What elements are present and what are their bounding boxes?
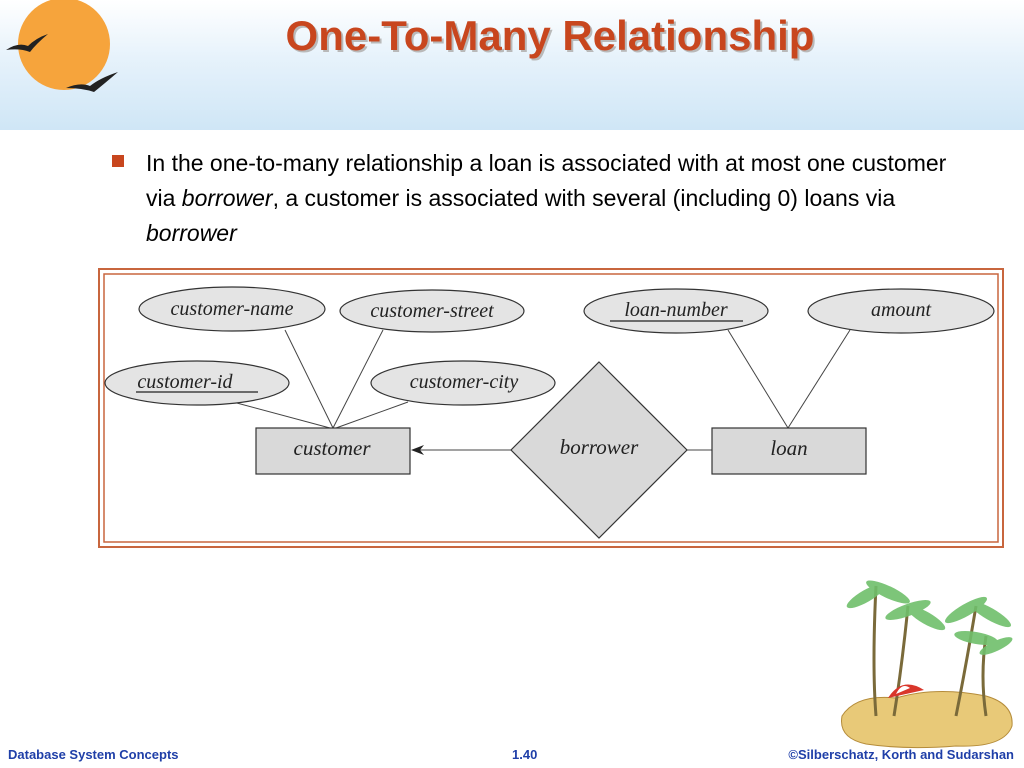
footer-copyright: ©Silberschatz, Korth and Sudarshan bbox=[788, 747, 1014, 762]
entity-customer: customer bbox=[255, 427, 411, 475]
attribute-loan-number: loan-number bbox=[583, 288, 769, 334]
entity-customer-label: customer bbox=[294, 436, 372, 460]
attribute-customer-name: customer-name bbox=[138, 286, 326, 332]
attribute-customer-id: customer-id bbox=[104, 360, 290, 406]
attribute-customer-id-label: customer-id bbox=[137, 371, 233, 393]
relationship-borrower-label: borrower bbox=[560, 435, 639, 459]
bullet-square-icon bbox=[112, 155, 124, 167]
header-band bbox=[0, 0, 1024, 130]
bullet-text-part1: In the one-to-many relationship a loan i… bbox=[146, 150, 947, 211]
attribute-loan-number-label: loan-number bbox=[624, 299, 728, 321]
er-diagram: customer-name customer-street customer-i… bbox=[98, 268, 1004, 548]
palm-island-icon bbox=[841, 580, 1013, 749]
footer-page-number: 1.40 bbox=[512, 747, 538, 762]
attribute-customer-name-label: customer-name bbox=[171, 298, 294, 320]
attribute-amount-label: amount bbox=[871, 299, 931, 321]
arrow-head-icon bbox=[411, 445, 424, 455]
bullet-text-em1: borrower bbox=[181, 185, 273, 211]
attribute-customer-street: customer-street bbox=[339, 289, 525, 333]
entity-loan: loan bbox=[711, 427, 867, 475]
attribute-customer-street-label: customer-street bbox=[370, 300, 494, 322]
footer-course-title: Database System Concepts bbox=[8, 747, 179, 762]
attribute-amount: amount bbox=[807, 288, 995, 334]
relationship-borrower: borrower bbox=[510, 361, 688, 539]
bullet-text-em2: borrower bbox=[146, 220, 237, 246]
bullet-text: In the one-to-many relationship a loan i… bbox=[146, 146, 976, 251]
slide-title: One-To-Many Relationship bbox=[285, 12, 815, 59]
attribute-customer-city-label: customer-city bbox=[410, 371, 519, 393]
attribute-customer-city: customer-city bbox=[370, 360, 556, 406]
bullet-text-part2: , a customer is associated with several … bbox=[272, 185, 896, 211]
entity-loan-label: loan bbox=[770, 436, 807, 460]
sun-birds-logo-icon bbox=[6, 0, 118, 92]
